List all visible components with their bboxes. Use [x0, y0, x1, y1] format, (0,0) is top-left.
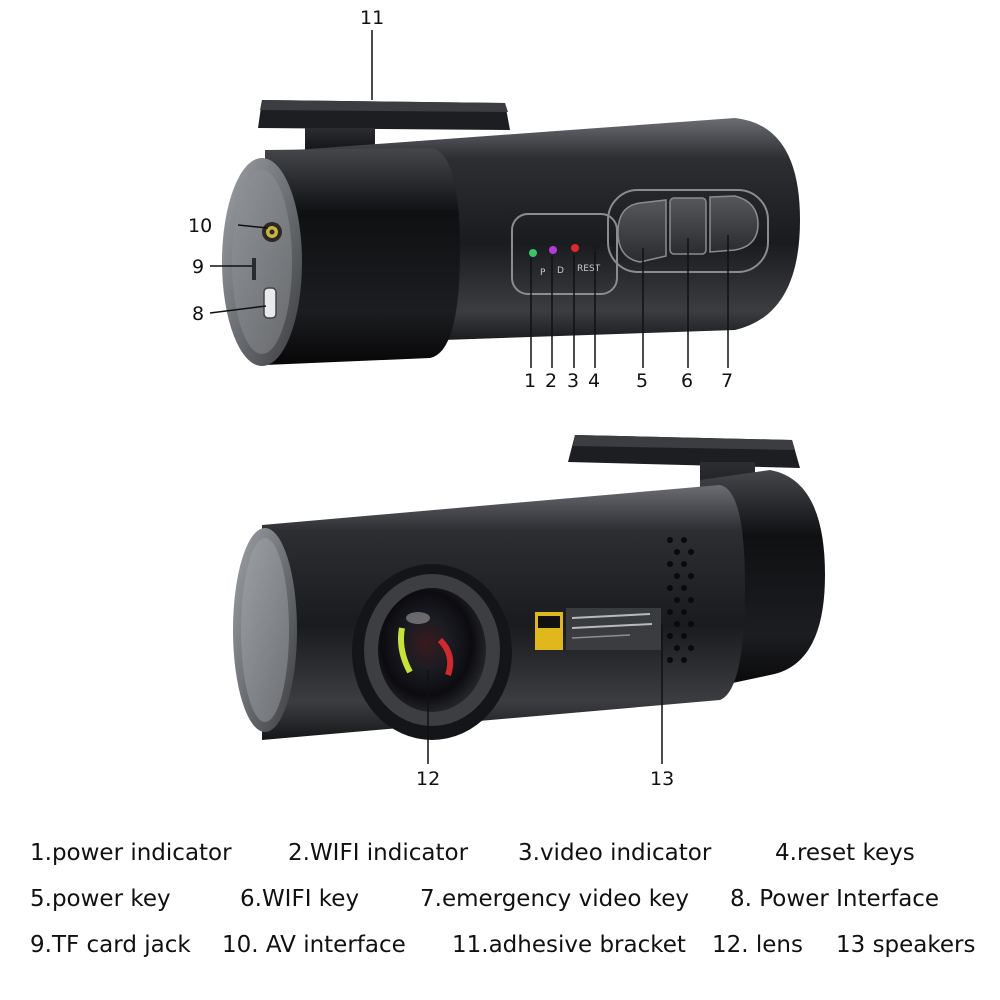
button-strip [607, 189, 769, 273]
power-interface-port [263, 287, 277, 319]
callout-numbers: 11 10 9 8 1 2 3 4 5 6 7 12 13 [188, 7, 733, 790]
dashcam-diagram: P D REST [188, 7, 825, 790]
top-camera: P D REST [222, 100, 800, 366]
speaker-hole [681, 585, 687, 591]
speaker-hole [681, 561, 687, 567]
legend-wifi-key: 6.WIFI key [240, 886, 360, 912]
legend-video-indicator: 3.video indicator [518, 840, 712, 866]
video-indicator-led [571, 244, 579, 252]
svg-text:REST: REST [577, 264, 601, 274]
callout-2: 2 [545, 370, 557, 392]
speaker-hole [688, 573, 694, 579]
reset-key-hole [592, 242, 600, 250]
front-ring-top [265, 148, 460, 365]
speaker-hole [674, 621, 680, 627]
speaker-hole [681, 609, 687, 615]
legend-power-interface: 8. Power Interface [730, 886, 940, 912]
speaker-hole [667, 585, 673, 591]
legend-row-1: 1.power indicator 2.WIFI indicator 3.vid… [0, 835, 1000, 871]
speaker-hole [674, 573, 680, 579]
legend-row-3: 9.TF card jack 10. AV interface 11.adhes… [0, 927, 1000, 963]
power-indicator-led [529, 249, 537, 257]
hd-sticker [535, 608, 661, 650]
legend-wifi-indicator: 2.WIFI indicator [288, 840, 469, 866]
speaker-grille [667, 537, 694, 663]
leader-10 [237, 224, 269, 229]
speaker-hole [688, 645, 694, 651]
legend-row-2: 5.power key 6.WIFI key 7.emergency video… [0, 881, 1000, 917]
wifi-indicator-led [549, 246, 557, 254]
speaker-hole [688, 549, 694, 555]
callout-9: 9 [192, 256, 204, 278]
svg-text:D: D [557, 266, 564, 276]
callout-8: 8 [192, 303, 204, 325]
speaker-hole [674, 549, 680, 555]
legend-adhesive-bracket: 11.adhesive bracket [452, 932, 686, 958]
callout-5: 5 [636, 370, 648, 392]
legend-reset-keys: 4.reset keys [775, 840, 915, 866]
speaker-hole [667, 537, 673, 543]
callout-12: 12 [416, 768, 440, 790]
speaker-hole [681, 537, 687, 543]
av-interface-port [262, 222, 282, 242]
parts-legend: 1.power indicator 2.WIFI indicator 3.vid… [0, 835, 1000, 985]
legend-lens: 12. lens [712, 932, 803, 958]
speaker-hole [674, 597, 680, 603]
end-cap-bottom [233, 528, 297, 732]
speaker-hole [667, 657, 673, 663]
callout-lines [209, 30, 729, 764]
legend-tf-card-jack: 9.TF card jack [30, 932, 191, 958]
callout-6: 6 [681, 370, 693, 392]
legend-power-key: 5.power key [30, 886, 171, 912]
speaker-hole [667, 609, 673, 615]
speaker-hole [688, 597, 694, 603]
legend-av-interface: 10. AV interface [222, 932, 406, 958]
callout-10: 10 [188, 215, 212, 237]
bottom-camera [233, 435, 825, 740]
speaker-hole [681, 657, 687, 663]
callout-11: 11 [360, 7, 384, 29]
power-key [617, 199, 667, 263]
callout-4: 4 [588, 370, 600, 392]
tf-card-slot [252, 258, 256, 280]
emergency-video-key [709, 195, 759, 253]
callout-3: 3 [567, 370, 579, 392]
legend-emergency-video-key: 7.emergency video key [420, 886, 689, 912]
lens-assembly [352, 564, 512, 740]
callout-1: 1 [524, 370, 536, 392]
svg-text:P: P [540, 268, 546, 278]
speaker-hole [674, 645, 680, 651]
speaker-hole [681, 633, 687, 639]
callout-7: 7 [721, 370, 733, 392]
indicator-panel: P D REST [511, 213, 618, 295]
speaker-hole [688, 621, 694, 627]
lens [378, 588, 486, 712]
legend-power-indicator: 1.power indicator [30, 840, 232, 866]
speaker-hole [667, 561, 673, 567]
callout-13: 13 [650, 768, 674, 790]
speaker-hole [667, 633, 673, 639]
leader-8 [209, 305, 267, 314]
legend-speakers: 13 speakers [836, 932, 976, 958]
